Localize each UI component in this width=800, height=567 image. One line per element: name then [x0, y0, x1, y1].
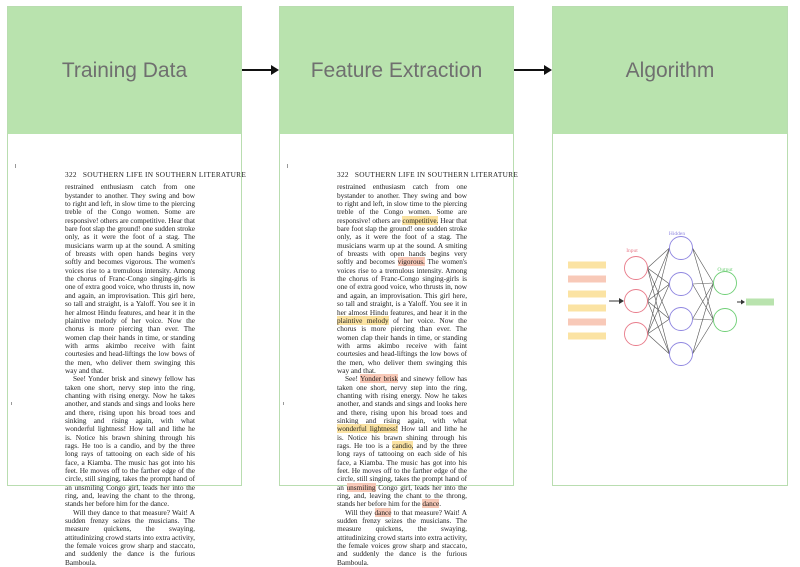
connection-edge: [692, 283, 714, 321]
connection-edge: [647, 300, 670, 320]
feature-highlight: dance: [374, 507, 392, 517]
hidden-label: Hidden: [669, 231, 685, 237]
training-data-panel: Training Data 322 SOUTHERN LIFE IN SOUTHE…: [7, 6, 246, 567]
input-node: [624, 322, 648, 346]
feature-bar: [568, 318, 606, 326]
hidden-node: [669, 307, 693, 331]
page-mark: [287, 164, 288, 168]
connection-edge: [647, 333, 670, 355]
feature-highlight: Yonder brisk: [360, 374, 399, 384]
input-node: [624, 256, 648, 280]
feature-bar: [568, 275, 606, 283]
document-page: 322 SOUTHERN LIFE IN SOUTHERN LITERATURE r…: [65, 170, 246, 567]
page-number: 322: [65, 170, 77, 179]
highlighted-document-page: 322 SOUTHERN LIFE IN SOUTHERN LITERATURE r…: [337, 170, 518, 567]
document-paragraph: Will they dance to that measure? Wait! A…: [65, 507, 195, 567]
result-bar: [746, 298, 774, 306]
hidden-node: [669, 272, 693, 296]
connection-edge: [647, 267, 670, 285]
connection-edge: [647, 247, 670, 335]
page-mark: [11, 402, 12, 405]
hidden-node: [669, 342, 693, 366]
connection-edge: [692, 282, 714, 285]
feature-highlight: dance: [422, 499, 440, 509]
running-head: 322 SOUTHERN LIFE IN SOUTHERN LITERATURE: [337, 170, 518, 179]
running-head-title: SOUTHERN LIFE IN SOUTHERN LITERATURE: [354, 170, 519, 179]
feature-extraction-title: Feature Extraction: [310, 58, 483, 82]
algorithm-header: Algorithm: [553, 7, 787, 134]
connection-edge: [647, 283, 670, 335]
output-arrow-head: [741, 299, 745, 305]
page-mark: [283, 402, 284, 405]
page-mark: [15, 164, 16, 168]
connection-edge: [692, 282, 714, 320]
input-arrow-head: [619, 298, 624, 304]
connection-edge: [647, 283, 670, 302]
running-head: 322 SOUTHERN LIFE IN SOUTHERN LITERATURE: [65, 170, 246, 179]
feature-highlight: competitive.: [402, 215, 439, 225]
training-data-title: Training Data: [61, 58, 188, 82]
connection-edge: [692, 319, 714, 355]
feature-extraction-panel: Feature Extraction 322 SOUTHERN LIFE IN S…: [279, 6, 518, 567]
document-paragraph: Will they dance to that measure? Wait! A…: [337, 507, 467, 567]
feature-highlight: unsmiling: [346, 482, 376, 492]
connection-edge: [692, 282, 714, 355]
page-number: 322: [337, 170, 349, 179]
hidden-node: [669, 236, 693, 260]
connection-edge: [692, 247, 714, 284]
document-paragraph: See! Yonder brisk and sinewy fellow has …: [65, 374, 195, 509]
connection-edge: [647, 300, 670, 355]
feature-highlight: vigorous.: [397, 257, 425, 267]
document-paragraph: restrained enthusiasm catch from one bys…: [337, 182, 467, 375]
output-label: Output: [717, 267, 733, 273]
document-paragraph: See! Yonder brisk and sinewy fellow has …: [337, 374, 467, 509]
connection-edge: [647, 247, 670, 269]
connection-edge: [647, 318, 670, 335]
feature-bar: [568, 261, 606, 269]
arrow-right-icon: [242, 65, 279, 75]
algorithm-title: Algorithm: [625, 58, 715, 82]
document-paragraph: restrained enthusiasm catch from one bys…: [65, 182, 195, 375]
running-head-title: SOUTHERN LIFE IN SOUTHERN LITERATURE: [82, 170, 247, 179]
training-data-header: Training Data: [8, 7, 241, 134]
feature-highlight: wonderful lightness!: [337, 424, 399, 434]
feature-bar: [568, 304, 606, 312]
input-node: [624, 289, 648, 313]
input-label: Input: [626, 248, 638, 254]
feature-extraction-header: Feature Extraction: [280, 7, 513, 134]
feature-bar: [568, 290, 606, 298]
arrow-right-icon: [514, 65, 552, 75]
output-node: [713, 308, 737, 332]
connection-edge: [647, 247, 670, 302]
connection-edge: [692, 247, 714, 321]
output-node: [713, 271, 737, 295]
feature-bar: [568, 332, 606, 340]
connection-edge: [647, 267, 670, 320]
feature-highlight: candio,: [392, 441, 414, 450]
feature-highlight: plaintive melody: [337, 315, 389, 325]
connection-edge: [647, 267, 670, 355]
